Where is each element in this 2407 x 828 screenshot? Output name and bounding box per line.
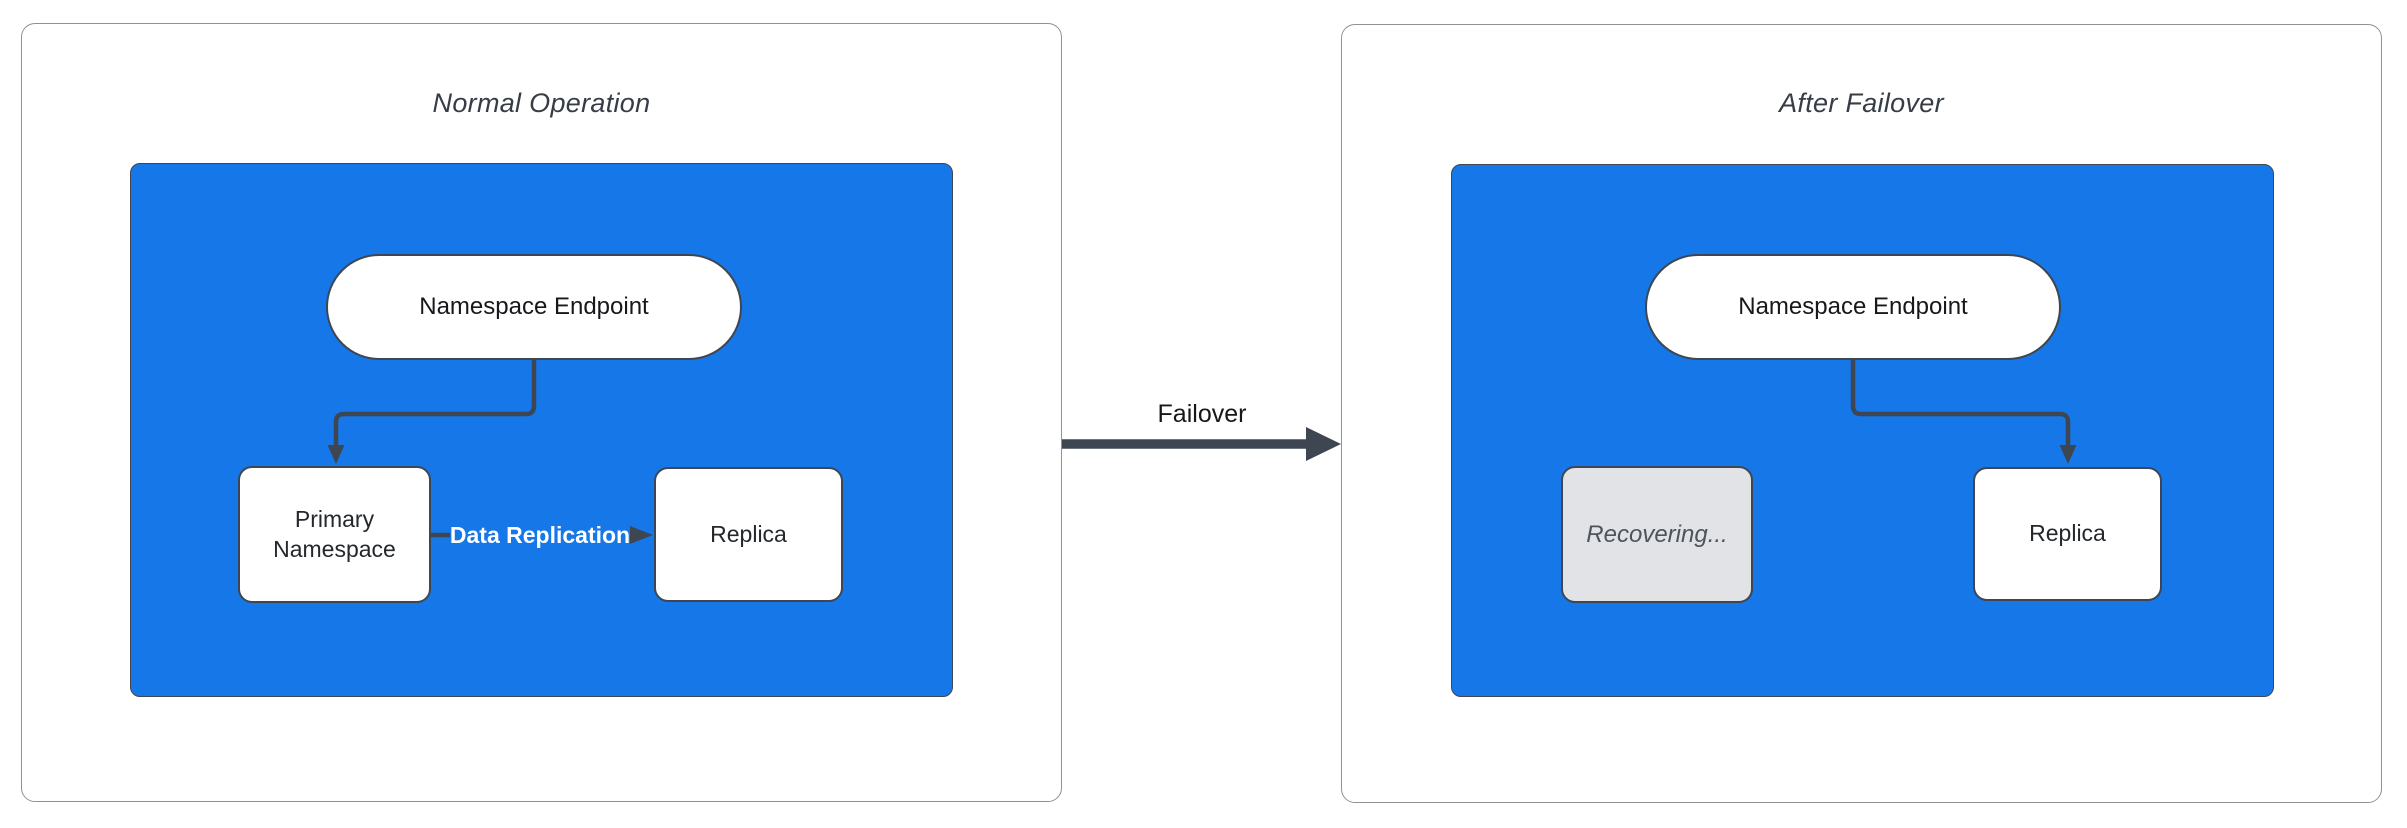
primary-namespace-label: Primary Namespace [273, 505, 396, 562]
failover-arrowhead [1306, 427, 1341, 461]
normal-namespace-endpoint-node: Namespace Endpoint [326, 254, 742, 360]
recovering-label: Recovering... [1586, 520, 1728, 548]
failover-arrow-label: Failover [1157, 400, 1247, 428]
after-failover-title: After Failover [1779, 88, 1944, 118]
data-replication-edge-label: Data Replication [450, 518, 630, 552]
normal-namespace-container [130, 163, 953, 697]
failover-namespace-endpoint-label: Namespace Endpoint [1738, 293, 1968, 321]
failover-namespace-container [1451, 164, 2274, 697]
primary-namespace-node: Primary Namespace [238, 466, 431, 603]
failover-replica-label: Replica [2029, 520, 2106, 547]
recovering-node: Recovering... [1561, 466, 1753, 603]
normal-namespace-endpoint-label: Namespace Endpoint [419, 293, 649, 321]
failover-namespace-endpoint-node: Namespace Endpoint [1645, 254, 2061, 360]
normal-replica-node: Replica [654, 467, 843, 602]
failover-replica-node: Replica [1973, 467, 2162, 601]
normal-operation-title: Normal Operation [432, 88, 651, 118]
normal-replica-label: Replica [710, 520, 787, 547]
